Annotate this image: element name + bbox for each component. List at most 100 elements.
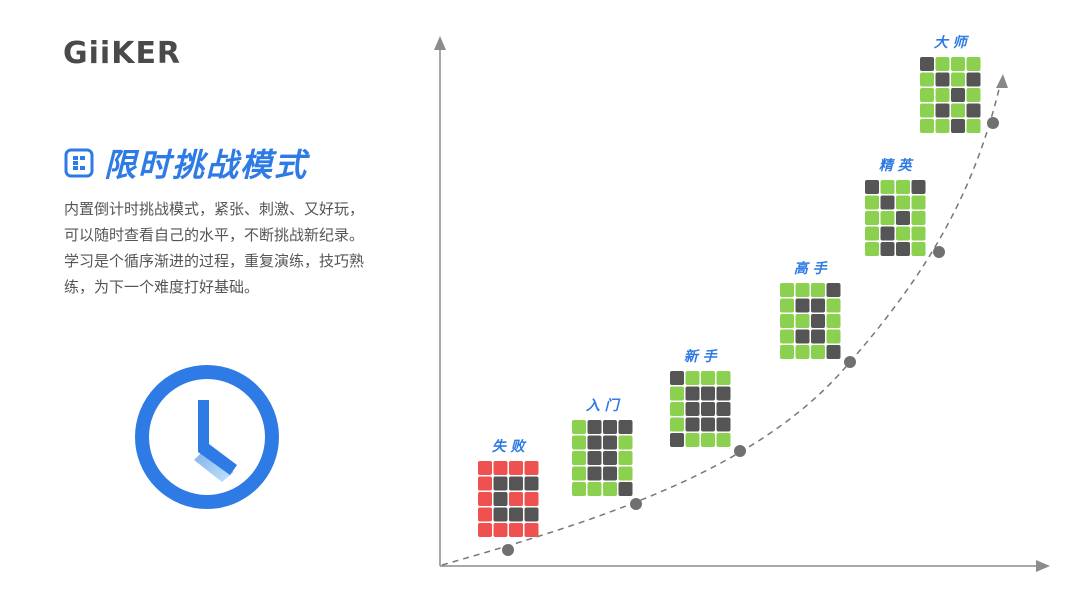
grid-cell — [685, 386, 700, 401]
grid-cell — [811, 283, 825, 297]
level-groups: 失 败 入 门 新 手 高 手 精 英 大 师 — [478, 34, 981, 537]
grid-cell — [509, 523, 523, 537]
grid-cell — [780, 329, 794, 344]
grid-cell — [951, 72, 965, 87]
grid-cell — [795, 329, 810, 344]
grid-cell — [911, 180, 926, 194]
grid-cell — [618, 466, 633, 481]
grid-cell — [587, 482, 602, 496]
axes — [434, 36, 1050, 572]
mode-title-row: 限时挑战模式 — [64, 140, 308, 186]
grid-cell — [618, 482, 633, 496]
level-group: 入 门 — [572, 397, 633, 496]
grid-cell — [603, 451, 617, 465]
grid-cell — [716, 402, 731, 416]
level-label: 精 英 — [879, 157, 914, 174]
grid-cell — [935, 103, 950, 118]
grid-cell — [716, 386, 731, 401]
grid-cell — [896, 211, 910, 225]
dice-icon — [64, 148, 94, 178]
grid-cell — [701, 371, 715, 385]
grid-cell — [587, 435, 602, 450]
description-line: 学习是个循序渐进的过程，重复演练，技巧熟 — [64, 252, 365, 270]
level-label: 入 门 — [586, 397, 621, 414]
grid-cell — [865, 226, 879, 241]
grid-cell — [603, 466, 617, 481]
grid-cell — [951, 103, 965, 118]
grid-cell — [716, 417, 731, 432]
grid-cell — [524, 507, 539, 522]
grid-cell — [911, 211, 926, 225]
grid-cell — [478, 461, 492, 475]
grid-cell — [493, 523, 508, 537]
level-label: 大 师 — [934, 34, 970, 51]
grid-cell — [896, 195, 910, 210]
grid-cell — [701, 386, 715, 401]
curve-nodes — [502, 117, 999, 556]
level-group: 新 手 — [670, 348, 731, 447]
curve-node — [844, 356, 856, 368]
grid-cell — [896, 242, 910, 256]
grid-cell — [920, 119, 934, 133]
clock-icon — [135, 365, 279, 509]
grid-cell — [795, 298, 810, 313]
level-group: 精 英 — [865, 157, 926, 256]
grid-cell — [524, 476, 539, 491]
level-group: 失 败 — [478, 438, 539, 537]
grid-cell — [865, 242, 879, 256]
grid-cell — [670, 371, 684, 385]
grid-cell — [780, 298, 794, 313]
grid-cell — [701, 433, 715, 447]
grid-cell — [509, 461, 523, 475]
grid-cell — [618, 451, 633, 465]
grid-cell — [478, 492, 492, 506]
grid-cell — [966, 57, 981, 71]
grid-cell — [826, 345, 841, 359]
grid-cell — [811, 329, 825, 344]
grid-cell — [618, 420, 633, 434]
grid-cell — [795, 283, 810, 297]
grid-cell — [509, 492, 523, 506]
grid-cell — [509, 507, 523, 522]
grid-cell — [493, 476, 508, 491]
grid-cell — [701, 417, 715, 432]
grid-cell — [865, 211, 879, 225]
curve-node — [502, 544, 514, 556]
grid-cell — [685, 433, 700, 447]
grid-cell — [920, 57, 934, 71]
curve-node — [933, 246, 945, 258]
grid-cell — [920, 88, 934, 102]
growth-curve — [441, 84, 1001, 566]
grid-cell — [811, 345, 825, 359]
grid-cell — [951, 88, 965, 102]
grid-cell — [811, 314, 825, 328]
grid-cell — [951, 119, 965, 133]
curve-node — [734, 445, 746, 457]
grid-cell — [896, 226, 910, 241]
grid-cell — [935, 119, 950, 133]
grid-cell — [880, 195, 895, 210]
level-label: 新 手 — [684, 348, 719, 365]
grid-cell — [826, 283, 841, 297]
grid-cell — [880, 211, 895, 225]
grid-cell — [493, 461, 508, 475]
grid-cell — [880, 180, 895, 194]
grid-cell — [966, 119, 981, 133]
grid-cell — [572, 451, 586, 465]
grid-cell — [780, 314, 794, 328]
grid-cell — [478, 523, 492, 537]
grid-cell — [572, 482, 586, 496]
grid-cell — [911, 226, 926, 241]
grid-cell — [524, 492, 539, 506]
grid-cell — [966, 103, 981, 118]
giiker-logo: GiiKER — [63, 36, 182, 71]
grid-cell — [826, 298, 841, 313]
grid-cell — [509, 476, 523, 491]
grid-cell — [572, 420, 586, 434]
grid-cell — [780, 345, 794, 359]
grid-cell — [911, 242, 926, 256]
grid-cell — [670, 386, 684, 401]
grid-cell — [716, 433, 731, 447]
grid-cell — [587, 466, 602, 481]
level-group: 高 手 — [780, 260, 841, 359]
